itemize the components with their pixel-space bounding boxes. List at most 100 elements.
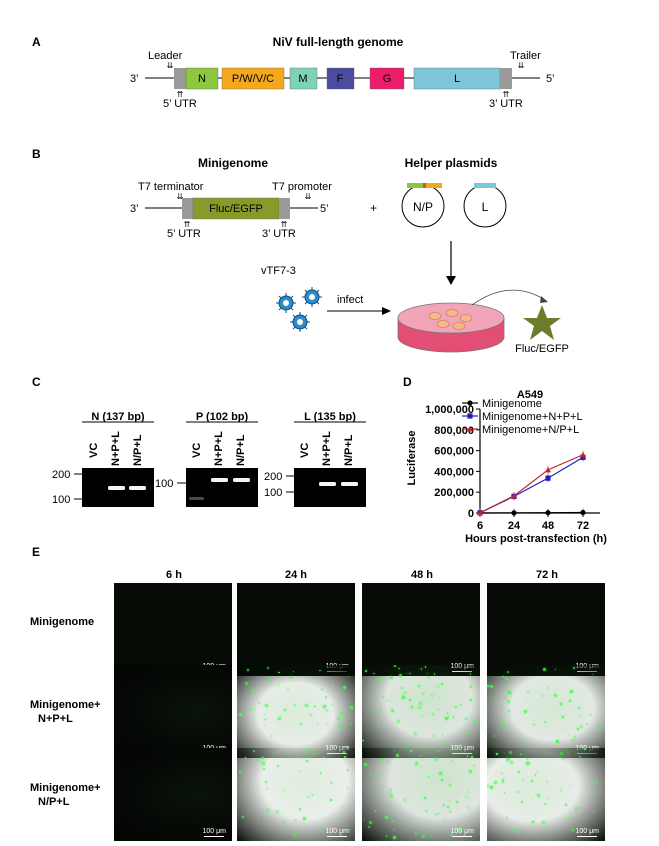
fluorescent-cell <box>378 725 380 728</box>
utr5-label: 5’ UTR <box>163 98 197 110</box>
fluorescent-cell <box>392 835 396 839</box>
fluorescent-cell <box>294 819 297 821</box>
fluorescent-cell <box>405 672 408 675</box>
fluorescent-cell <box>509 761 513 765</box>
fluorescent-cell <box>469 672 472 675</box>
fluorescent-cell <box>418 685 420 688</box>
gel-p-lane-vc: VC <box>191 443 203 458</box>
fluorescent-cell <box>385 816 389 820</box>
scale-bar: 100 μm <box>203 828 226 837</box>
fluorescent-cell <box>500 706 502 709</box>
gene-m <box>289 67 318 90</box>
timepoint-24h: 24 h <box>285 569 307 581</box>
x-tick-label: 24 <box>508 520 521 532</box>
fluorescent-cell <box>343 728 345 731</box>
fluorescent-cell <box>263 724 266 727</box>
fluorescent-cell <box>455 705 457 708</box>
y-tick-label: 600,000 <box>434 446 474 458</box>
fluorescent-cell <box>503 792 506 794</box>
fluorescent-cell <box>410 750 413 752</box>
fluorescent-cell <box>344 755 346 758</box>
legend-label: Minigenome+N/P+L <box>482 424 579 436</box>
fluorescent-cell <box>509 751 513 755</box>
gene-m-label: M <box>298 73 307 85</box>
fluorescent-cell <box>562 727 565 730</box>
output-curve-arrow-head-icon <box>540 296 548 303</box>
fluorescent-cell <box>293 832 295 835</box>
gel-l-lane-npl: N+P+L <box>321 431 333 466</box>
fluorescence-image-r3-c1: 100 μm <box>114 748 232 841</box>
fluorescence-image-r3-c3: 100 μm <box>362 748 480 841</box>
x-tick-label: 72 <box>577 520 589 532</box>
fluorescent-cell <box>389 790 391 793</box>
fluorescent-cell <box>394 665 396 667</box>
minigenome-utr5-arrow-icon: ⇈ <box>184 220 191 229</box>
fluorescent-cell <box>391 820 394 822</box>
fluorescent-cell <box>593 793 596 796</box>
fluorescent-cell <box>567 733 570 736</box>
fluorescent-cell <box>313 753 316 755</box>
fluorescent-cell <box>266 787 268 790</box>
scale-bar-line <box>327 836 348 837</box>
fluorescent-cell <box>562 757 564 760</box>
fluorescent-cell <box>257 822 260 825</box>
fluorescent-cell <box>425 833 428 836</box>
fluorescent-cell <box>544 721 546 723</box>
fluorescent-cell <box>524 709 528 713</box>
fluorescent-cell <box>510 695 513 698</box>
fluorescent-cell <box>502 779 504 781</box>
fluorescent-cell <box>497 730 500 732</box>
fluorescent-cell <box>425 810 428 812</box>
fluorescent-cell <box>363 818 366 821</box>
culture-dish-icon <box>397 302 505 353</box>
fluorescent-cell <box>501 721 505 725</box>
fluorescent-cell <box>569 784 572 787</box>
fluorescent-cell <box>562 716 564 718</box>
fluorescent-cell <box>560 789 562 792</box>
fluorescent-cell <box>275 809 279 813</box>
fluorescent-cell <box>459 828 463 832</box>
fluorescent-cell <box>512 829 516 833</box>
fluorescent-cell <box>526 761 530 765</box>
fluorescent-cell <box>425 745 427 747</box>
gel-p-band-vc <box>189 497 204 500</box>
fluorescent-cell <box>507 671 509 673</box>
virus-particles-icon <box>276 287 322 332</box>
fluorescent-cell <box>465 795 468 798</box>
fluorescent-cell <box>517 791 519 793</box>
fluorescent-cell <box>393 749 396 752</box>
fluorescent-cell <box>531 780 533 782</box>
fluorescent-cell <box>534 774 537 777</box>
fluorescent-cell <box>436 685 439 688</box>
minigenome-utr3-label: 3’ UTR <box>262 228 296 240</box>
fluorescent-cell <box>269 680 271 682</box>
fluorescent-cell <box>426 672 429 675</box>
gel-n-lane-np-l: N/P+L <box>132 434 144 466</box>
fluorescent-cell <box>300 723 302 725</box>
fluorescent-cell <box>426 676 429 678</box>
fluorescent-cell <box>569 700 571 702</box>
fluorescent-cell <box>348 829 351 832</box>
fluorescent-cell <box>503 697 506 699</box>
fluorescent-cell <box>420 765 423 768</box>
fluorescent-cell <box>560 703 562 705</box>
gel-l-title: L (135 bp) <box>304 411 356 423</box>
minigenome-3prime-end: 3’ <box>130 203 139 215</box>
fluorescent-cell <box>428 676 431 679</box>
fluorescent-cell <box>331 680 334 682</box>
fluorescent-cell <box>408 672 411 675</box>
fluorescent-cell <box>573 667 575 669</box>
fluorescent-cell <box>578 706 581 709</box>
fluorescent-cell <box>533 723 535 726</box>
fluorescent-cell <box>306 760 308 763</box>
output-curve-arrow-icon <box>471 289 546 306</box>
gene-f-label: F <box>337 73 344 85</box>
fluorescent-cell <box>507 691 511 695</box>
fluorescent-cell <box>374 810 377 812</box>
fluorescent-cell <box>326 723 328 726</box>
fluorescent-cell <box>589 714 592 716</box>
minigenome-utr3-arrow-icon: ⇈ <box>281 220 288 229</box>
gel-p-lane-np-l: N/P+L <box>235 434 247 466</box>
gel-p-band-npl <box>211 478 228 482</box>
